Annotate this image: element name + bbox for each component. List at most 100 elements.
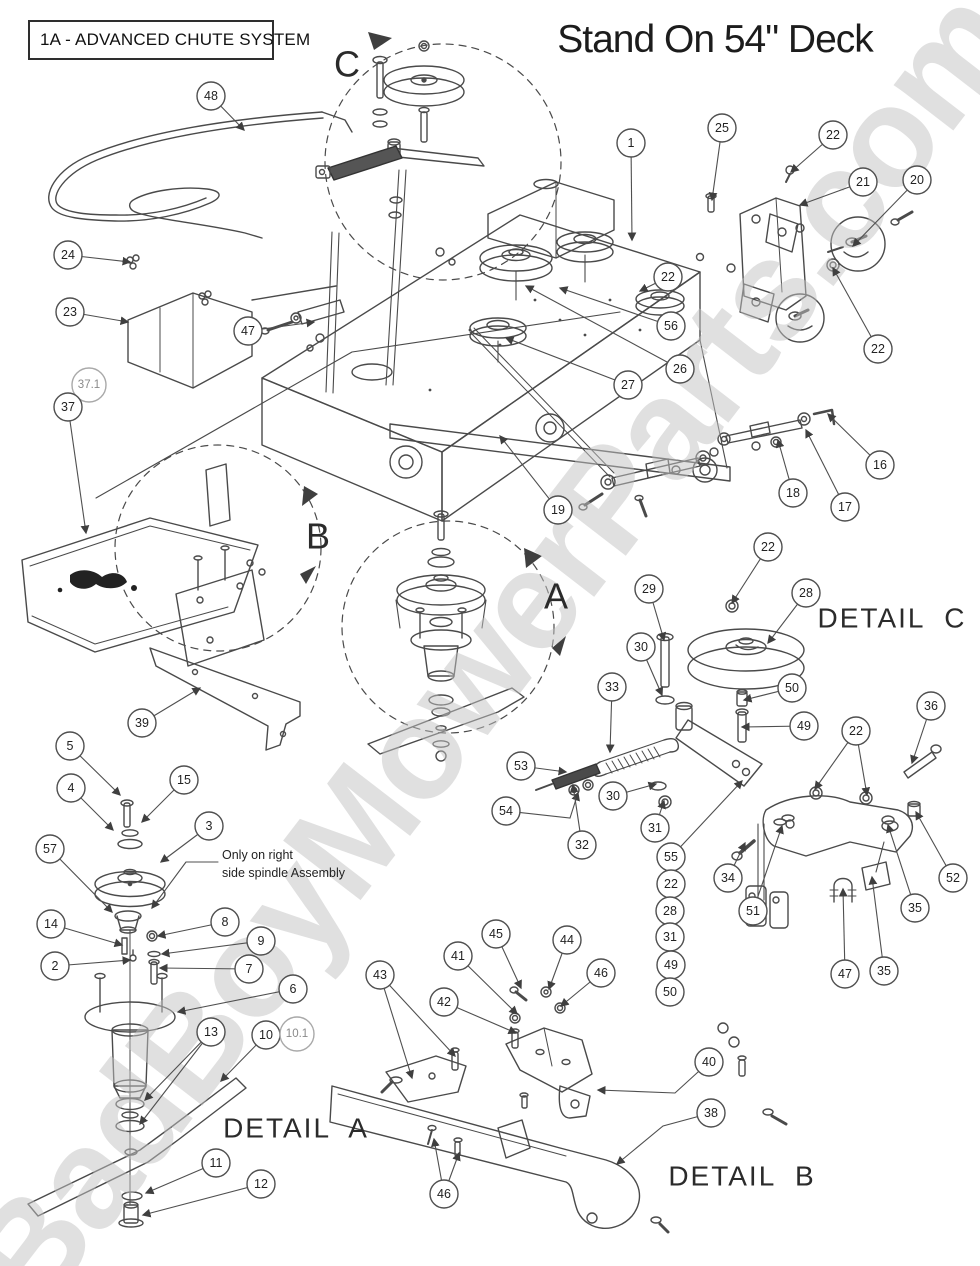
part-balloon-44[interactable]: 44 — [552, 925, 582, 955]
part-balloon-15[interactable]: 15 — [169, 765, 199, 795]
part-balloon-54[interactable]: 54 — [491, 796, 521, 826]
part-balloon-10.1[interactable]: 10.1 — [279, 1016, 315, 1052]
part-balloon-31[interactable]: 31 — [655, 922, 685, 952]
part-balloon-38[interactable]: 38 — [696, 1098, 726, 1128]
svg-text:38: 38 — [704, 1106, 718, 1120]
part-balloon-29[interactable]: 29 — [634, 574, 664, 604]
leader-line-56 — [558, 286, 672, 327]
part-balloon-22[interactable]: 22 — [841, 716, 871, 746]
part-balloon-46[interactable]: 46 — [429, 1179, 459, 1209]
leader-line-57 — [49, 848, 113, 913]
part-balloon-13[interactable]: 13 — [196, 1017, 226, 1047]
part-balloon-46[interactable]: 46 — [586, 958, 616, 988]
rear-bracket-casters-drawing — [695, 165, 914, 343]
part-balloon-16[interactable]: 16 — [865, 450, 895, 480]
part-balloon-50[interactable]: 50 — [655, 977, 685, 1007]
svg-text:28: 28 — [663, 904, 677, 918]
part-balloon-17[interactable]: 17 — [830, 492, 860, 522]
part-balloon-53[interactable]: 53 — [506, 751, 536, 781]
part-balloon-5[interactable]: 5 — [55, 731, 85, 761]
part-balloon-48[interactable]: 48 — [196, 81, 226, 111]
part-balloon-47[interactable]: 47 — [233, 316, 263, 346]
leader-line-37 — [67, 406, 90, 535]
part-balloon-41[interactable]: 41 — [443, 941, 473, 971]
part-balloon-9[interactable]: 9 — [246, 926, 276, 956]
part-balloon-25[interactable]: 25 — [707, 113, 737, 143]
part-balloon-56[interactable]: 56 — [656, 311, 686, 341]
part-balloon-22[interactable]: 22 — [863, 334, 893, 364]
part-balloon-30[interactable]: 30 — [626, 632, 656, 662]
svg-text:50: 50 — [785, 681, 799, 695]
part-balloon-45[interactable]: 45 — [481, 919, 511, 949]
part-balloon-22[interactable]: 22 — [653, 262, 683, 292]
svg-text:12: 12 — [254, 1177, 268, 1191]
leader-line-20 — [852, 179, 918, 247]
svg-text:22: 22 — [849, 724, 863, 738]
part-balloon-24[interactable]: 24 — [53, 240, 83, 270]
part-balloon-19[interactable]: 19 — [543, 495, 573, 525]
part-balloon-10[interactable]: 10 — [251, 1020, 281, 1050]
leader-line-55 — [670, 780, 743, 858]
part-balloon-43[interactable]: 43 — [365, 960, 395, 990]
part-balloon-40[interactable]: 40 — [694, 1047, 724, 1077]
leader-line-22 — [832, 266, 879, 350]
part-balloon-18[interactable]: 18 — [778, 478, 808, 508]
part-balloon-4[interactable]: 4 — [56, 773, 86, 803]
part-balloon-37[interactable]: 37 — [53, 392, 83, 422]
part-balloon-31[interactable]: 31 — [640, 813, 670, 843]
part-balloon-34[interactable]: 34 — [713, 863, 743, 893]
part-balloon-1[interactable]: 1 — [616, 128, 646, 158]
part-balloon-51[interactable]: 51 — [738, 896, 768, 926]
part-balloon-52[interactable]: 52 — [938, 863, 968, 893]
part-balloon-22[interactable]: 22 — [656, 869, 686, 899]
part-balloon-28[interactable]: 28 — [655, 896, 685, 926]
part-balloon-30[interactable]: 30 — [598, 781, 628, 811]
svg-text:26: 26 — [673, 362, 687, 376]
svg-text:49: 49 — [797, 719, 811, 733]
part-balloon-11[interactable]: 11 — [201, 1148, 231, 1178]
svg-text:32: 32 — [575, 838, 589, 852]
svg-text:56: 56 — [664, 319, 678, 333]
leader-line-51 — [752, 824, 784, 912]
part-balloon-3[interactable]: 3 — [194, 811, 224, 841]
part-balloon-36[interactable]: 36 — [916, 691, 946, 721]
part-balloon-49[interactable]: 49 — [656, 950, 686, 980]
part-balloon-22[interactable]: 22 — [818, 120, 848, 150]
part-balloon-35[interactable]: 35 — [900, 893, 930, 923]
part-balloon-55[interactable]: 55 — [656, 842, 686, 872]
part-balloon-27[interactable]: 27 — [613, 370, 643, 400]
part-balloon-47[interactable]: 47 — [830, 959, 860, 989]
detail-label-A: DETAIL A — [223, 1113, 369, 1144]
part-balloon-22[interactable]: 22 — [753, 532, 783, 562]
part-balloon-50[interactable]: 50 — [777, 673, 807, 703]
part-balloon-57[interactable]: 57 — [35, 834, 65, 864]
part-balloon-23[interactable]: 23 — [55, 297, 85, 327]
part-balloon-42[interactable]: 42 — [429, 987, 459, 1017]
leader-line-7 — [158, 963, 250, 973]
system-label-box: 1A - ADVANCED CHUTE SYSTEM — [28, 20, 310, 60]
part-balloon-2[interactable]: 2 — [40, 951, 70, 981]
part-balloon-12[interactable]: 12 — [246, 1169, 276, 1199]
detail-a-circle-drawing — [341, 510, 566, 762]
part-balloon-49[interactable]: 49 — [789, 711, 819, 741]
part-balloon-33[interactable]: 33 — [597, 672, 627, 702]
part-balloon-35[interactable]: 35 — [869, 956, 899, 986]
part-balloon-8[interactable]: 8 — [210, 907, 240, 937]
svg-text:4: 4 — [68, 781, 75, 795]
svg-text:15: 15 — [177, 773, 191, 787]
svg-text:42: 42 — [437, 995, 451, 1009]
part-balloon-26[interactable]: 26 — [665, 354, 695, 384]
part-balloon-20[interactable]: 20 — [902, 165, 932, 195]
part-balloon-39[interactable]: 39 — [127, 708, 157, 738]
detail-c-assembly-drawing — [535, 599, 805, 809]
part-balloon-21[interactable]: 21 — [848, 167, 878, 197]
svg-text:45: 45 — [489, 927, 503, 941]
part-balloon-6[interactable]: 6 — [278, 974, 308, 1004]
part-balloon-28[interactable]: 28 — [791, 578, 821, 608]
part-balloon-32[interactable]: 32 — [567, 830, 597, 860]
part-balloon-14[interactable]: 14 — [36, 909, 66, 939]
part-balloon-7[interactable]: 7 — [234, 954, 264, 984]
part-balloon-37.1[interactable]: 37.1 — [71, 367, 107, 403]
